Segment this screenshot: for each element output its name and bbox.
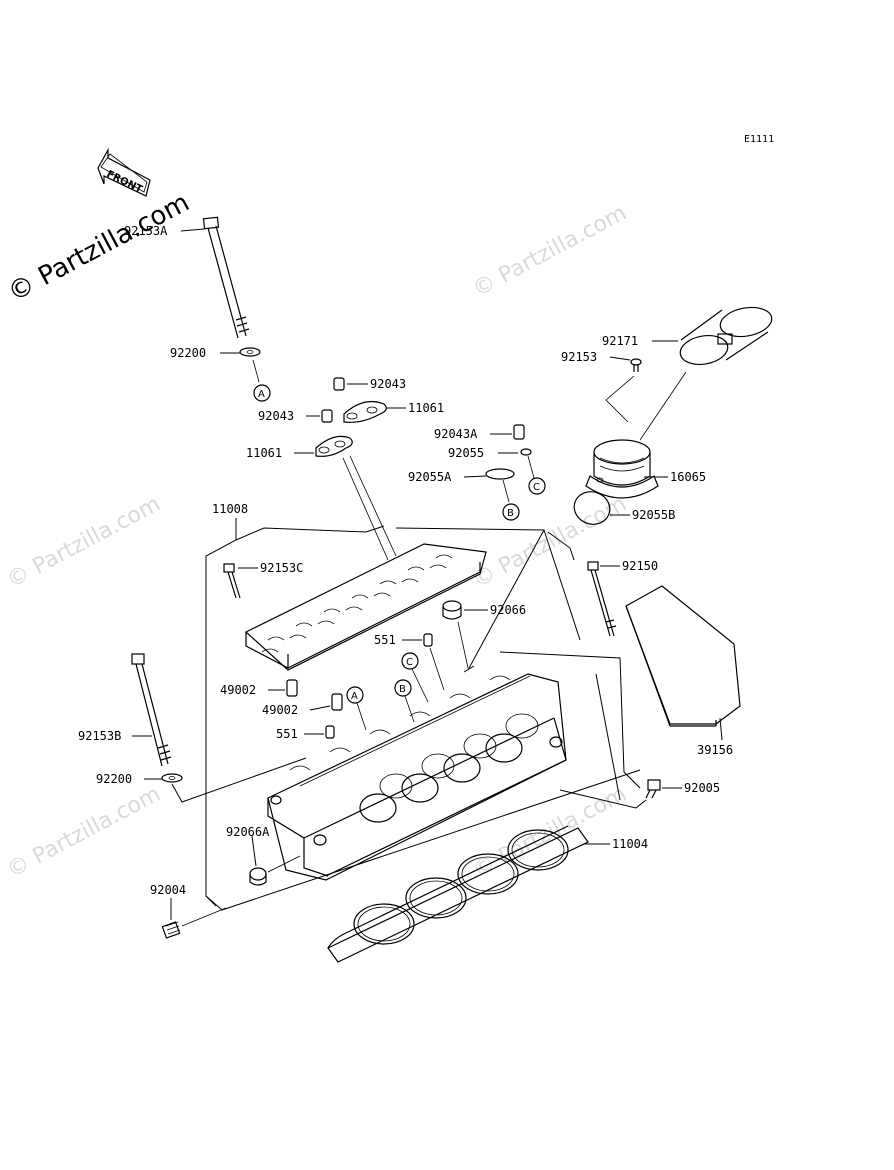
label-16065: 16065 (670, 470, 706, 484)
part-11061-upper (343, 401, 387, 423)
part-11061-lower (315, 435, 353, 457)
part-92066A (249, 867, 267, 886)
label-11061-a: 11061 (408, 401, 444, 415)
bolt-92153C (223, 563, 241, 599)
label-551-a: 551 (374, 633, 396, 647)
diagram-code: E1111 (744, 134, 774, 145)
label-92150: 92150 (622, 559, 658, 573)
front-arrow-icon: FRONT (97, 147, 151, 197)
ref-marker-b-top: B (502, 503, 520, 521)
ref-marker-a-lower: A (346, 686, 364, 704)
label-92055: 92055 (448, 446, 484, 460)
label-92005: 92005 (684, 781, 720, 795)
part-92004 (161, 921, 181, 939)
svg-text:A: A (258, 389, 265, 400)
part-92066 (442, 600, 462, 620)
label-49002-a: 49002 (220, 683, 256, 697)
label-92055B: 92055B (632, 508, 675, 522)
label-92153B: 92153B (78, 729, 121, 743)
svg-text:B: B (399, 684, 406, 695)
label-92153C: 92153C (260, 561, 303, 575)
part-11008-camcover (244, 543, 487, 671)
label-92171: 92171 (602, 334, 638, 348)
part-16065-housing (585, 439, 659, 499)
bolt-92150 (587, 561, 617, 637)
label-11004: 11004 (612, 837, 648, 851)
svg-text:B: B (507, 508, 514, 519)
label-92066A: 92066A (226, 825, 270, 839)
ref-marker-b-lower: B (394, 679, 412, 697)
svg-text:C: C (533, 482, 540, 493)
svg-text:C: C (406, 657, 413, 668)
part-11004-gasket (327, 825, 589, 963)
ref-marker-a-top: A (253, 384, 271, 402)
label-92153: 92153 (561, 350, 597, 364)
watermark-1: © Partzilla.com (469, 201, 631, 303)
part-92153-screw (630, 358, 642, 372)
watermark-4: © Partzilla.com (3, 782, 165, 884)
label-92200-bot: 92200 (96, 772, 132, 786)
label-92043A: 92043A (434, 427, 478, 441)
bolt-92153B (131, 653, 172, 767)
label-49002-b: 49002 (262, 703, 298, 717)
label-92055A: 92055A (408, 470, 452, 484)
watermark-3: © Partzilla.com (469, 492, 631, 594)
front-arrow-label: FRONT (105, 169, 144, 196)
label-11008: 11008 (212, 502, 248, 516)
label-92066: 92066 (490, 603, 526, 617)
label-92043-b: 92043 (258, 409, 294, 423)
ref-marker-c-top: C (528, 477, 546, 495)
part-92005 (645, 779, 661, 799)
watermark-2: © Partzilla.com (3, 492, 165, 594)
label-92004: 92004 (150, 883, 186, 897)
label-92200-top: 92200 (170, 346, 206, 360)
part-cylinder-head (267, 673, 567, 881)
label-551-b: 551 (276, 727, 298, 741)
label-11061-b: 11061 (246, 446, 282, 460)
bolt-92153A (202, 216, 250, 339)
ref-marker-c-lower: C (401, 652, 419, 670)
label-92153A: 92153A (124, 224, 168, 238)
copyright-stamp: © Partzilla.com (3, 187, 194, 308)
label-92043-a: 92043 (370, 377, 406, 391)
svg-text:A: A (351, 691, 358, 702)
part-39156-pad (625, 585, 741, 727)
part-92171-clamp (679, 306, 773, 366)
label-39156: 39156 (697, 743, 733, 757)
